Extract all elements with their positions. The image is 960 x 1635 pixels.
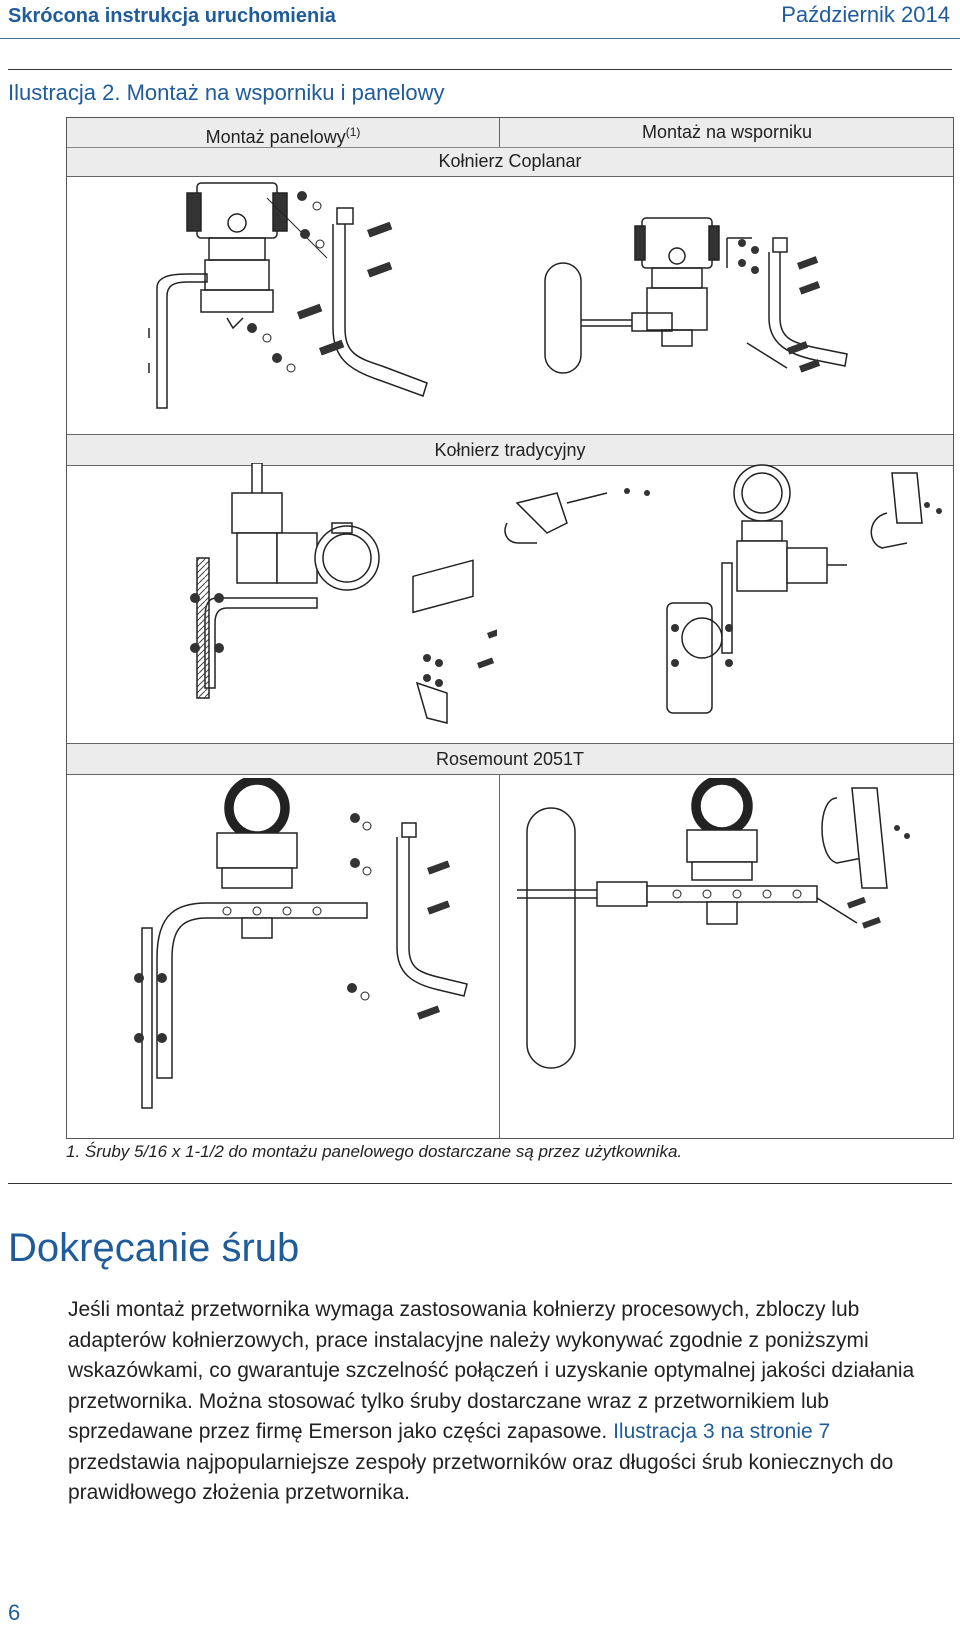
section-title: Dokręcanie śrub bbox=[8, 1226, 300, 1270]
traditional-bracket-mount-drawing bbox=[504, 464, 942, 714]
figure-3-link[interactable]: Ilustracja 3 na stronie 7 bbox=[613, 1420, 831, 1443]
2051t-bracket-mount-drawing bbox=[517, 778, 910, 1069]
row-coplanar: Kołnierz Coplanar bbox=[438, 151, 582, 171]
doc-date: Październik 2014 bbox=[781, 2, 950, 27]
col-bracket-mount: Montaż na wsporniku bbox=[499, 118, 954, 148]
figure-header-band: Montaż panelowy(1) Montaż na wsporniku K… bbox=[67, 118, 953, 177]
figure-frame: Montaż panelowy(1) Montaż na wsporniku K… bbox=[66, 117, 954, 1139]
figure-rule-top bbox=[8, 69, 952, 70]
column-separator bbox=[499, 774, 500, 1138]
figure-title: Ilustracja 2. Montaż na wsporniku i pane… bbox=[8, 80, 445, 105]
traditional-panel-mount-drawing bbox=[190, 463, 497, 724]
row-2051t: Rosemount 2051T bbox=[67, 743, 953, 775]
coplanar-bracket-mount-drawing bbox=[544, 217, 848, 374]
section-rule bbox=[8, 1183, 952, 1184]
row-traditional: Kołnierz tradycyjny bbox=[67, 434, 953, 466]
doc-title: Skrócona instrukcja uruchomienia bbox=[8, 5, 336, 27]
2051t-panel-mount-drawing bbox=[134, 778, 468, 1109]
section-paragraph: Jeśli montaż przetwornika wymaga zastoso… bbox=[68, 1298, 915, 1504]
header-rule bbox=[0, 38, 960, 39]
col-panel-mount: Montaż panelowy(1) bbox=[205, 125, 361, 147]
coplanar-panel-mount-drawing bbox=[148, 182, 428, 409]
page-number: 6 bbox=[8, 1600, 21, 1625]
figure-footnote: 1. Śruby 5/16 x 1-1/2 do montażu panelow… bbox=[66, 1142, 683, 1161]
